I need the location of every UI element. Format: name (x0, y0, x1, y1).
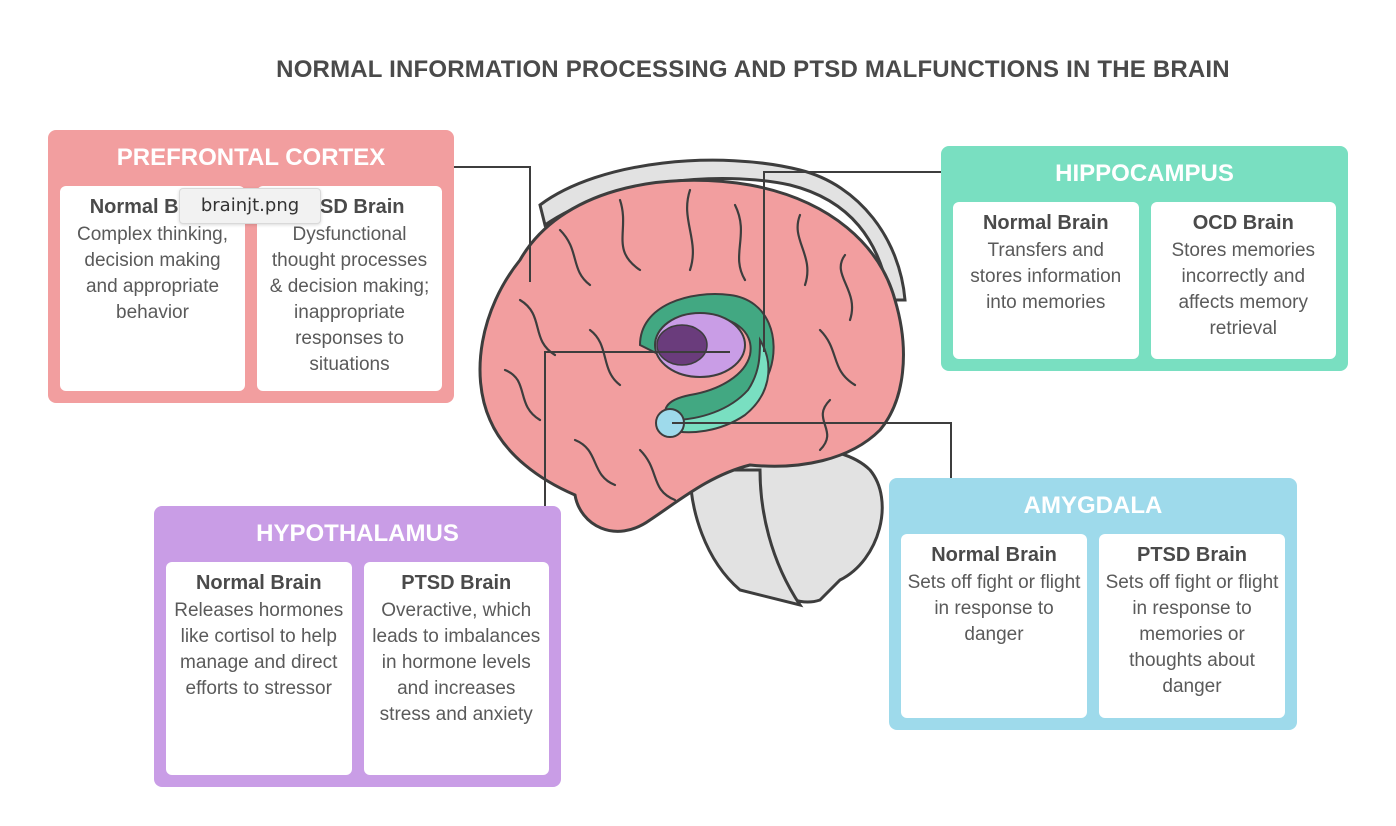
leader-line-prefrontal (454, 166, 531, 282)
prefrontal-ptsd-heading: PTSD Brain (294, 196, 405, 218)
leader-line-amygdala (672, 422, 952, 478)
hippocampus-title: HIPPOCAMPUS (1055, 160, 1234, 187)
amygdala-ptsd-text: Sets off fight or flight in response to … (1105, 572, 1279, 697)
leader-line-hypothalamus (544, 351, 730, 506)
hypothalamus-title: HYPOTHALAMUS (256, 520, 459, 547)
amygdala-normal-card: Normal Brain Sets off fight or flight in… (901, 534, 1087, 718)
hypothalamus-ptsd-card: PTSD Brain Overactive, which leads to im… (363, 562, 549, 775)
hippocampus-normal-heading: Normal Brain (982, 212, 1109, 234)
hippocampus-panel: HIPPOCAMPUS Normal Brain Transfers and s… (941, 146, 1348, 371)
hypothalamus-normal-heading: Normal Brain (195, 572, 322, 594)
amygdala-title: AMYGDALA (1023, 492, 1163, 519)
prefrontal-normal-text: Complex thinking, decision making and ap… (76, 224, 229, 323)
diagram-title: NORMAL INFORMATION PROCESSING AND PTSD M… (276, 56, 1230, 83)
hippocampus-ocd-text: Stores memories incorrectly and affects … (1171, 240, 1316, 339)
hippocampus-normal-card: Normal Brain Transfers and stores inform… (953, 202, 1139, 359)
amygdala-normal-text: Sets off fight or flight in response to … (907, 572, 1081, 645)
amygdala-ptsd-heading: PTSD Brain (1136, 544, 1248, 566)
hypothalamus-region (656, 324, 708, 366)
amygdala-ptsd-card: PTSD Brain Sets off fight or flight in r… (1099, 534, 1285, 718)
prefrontal-ptsd-text: Dysfunctional thought processes & decisi… (269, 224, 430, 375)
hippocampus-normal-text: Transfers and stores information into me… (970, 240, 1122, 313)
amygdala-panel: AMYGDALA Normal Brain Sets off fight or … (889, 478, 1297, 730)
prefrontal-cortex-panel: PREFRONTAL CORTEX Normal Brain Complex t… (48, 130, 454, 403)
prefrontal-cortex-title: PREFRONTAL CORTEX (116, 144, 386, 171)
hypothalamus-ptsd-text: Overactive, which leads to imbalances in… (372, 600, 541, 725)
amygdala-normal-heading: Normal Brain (931, 544, 1057, 566)
leader-line-hippocampus (763, 171, 941, 352)
filename-tooltip: brainjt.png (179, 188, 321, 224)
hypothalamus-normal-card: Normal Brain Releases hormones like cort… (166, 562, 352, 775)
hypothalamus-ptsd-heading: PTSD Brain (401, 572, 512, 594)
hippocampus-ocd-card: OCD Brain Stores memories incorrectly an… (1150, 202, 1336, 359)
brain-stem (688, 468, 804, 608)
hypothalamus-panel: HYPOTHALAMUS Normal Brain Releases hormo… (154, 506, 561, 787)
hippocampus-ocd-heading: OCD Brain (1192, 212, 1294, 234)
hypothalamus-normal-text: Releases hormones like cortisol to help … (174, 600, 344, 699)
